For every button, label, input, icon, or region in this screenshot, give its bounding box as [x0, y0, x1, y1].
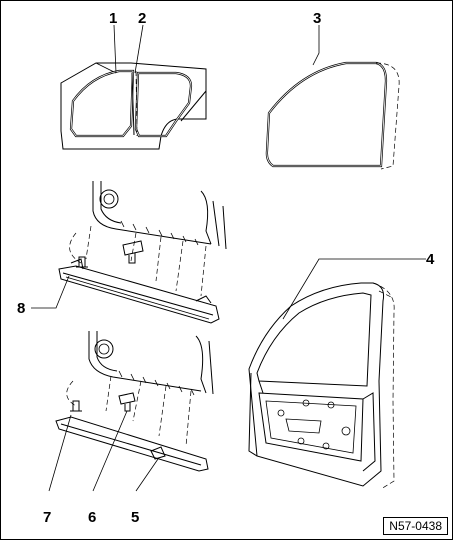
upper-sill-assembly: [69, 181, 227, 297]
callout-7: 7: [43, 509, 51, 526]
door-pillar-seal: [131, 70, 138, 137]
callout-5: 5: [131, 509, 139, 526]
figure-reference-code: N57-0438: [383, 517, 448, 535]
callout-4: 4: [426, 251, 435, 268]
clip-upper: [122, 240, 144, 264]
stud-lower: [70, 400, 82, 412]
callout-8: 8: [17, 300, 25, 317]
callout-3: 3: [313, 10, 321, 27]
lower-sill-assembly: [66, 331, 214, 447]
leader-lines: [31, 24, 426, 492]
callout-1: 1: [109, 10, 117, 27]
clip-lower: [118, 392, 136, 412]
rear-door-seal: [134, 71, 193, 138]
front-door: [248, 282, 395, 490]
sill-trim-strip-lower: [55, 416, 209, 472]
callout-2: 2: [138, 10, 146, 27]
door-inner-panel: [258, 392, 364, 462]
door-window-seal: [265, 61, 400, 170]
front-door-seal: [69, 69, 135, 138]
sill-trim-strip: [58, 258, 220, 324]
callout-6: 6: [88, 509, 96, 526]
